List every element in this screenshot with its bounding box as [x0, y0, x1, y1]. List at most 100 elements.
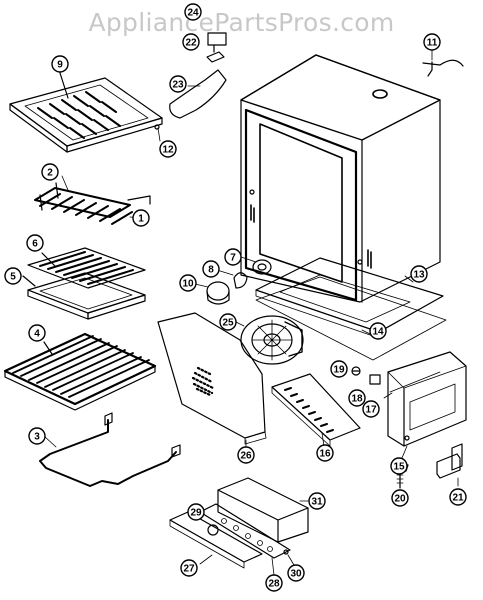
- callout-circle: [187, 503, 205, 521]
- callout-circle: [202, 260, 220, 278]
- callout-19: 19: [330, 360, 348, 378]
- vent-tube-part[interactable]: [169, 69, 227, 119]
- drawer-front-trim-part[interactable]: [169, 511, 263, 569]
- oven-light-lens-part[interactable]: [206, 281, 230, 305]
- callout-circle: [224, 248, 242, 266]
- callout-label: 27: [183, 564, 195, 575]
- callout-label: 23: [172, 80, 184, 91]
- broil-element-part[interactable]: [34, 182, 151, 225]
- callout-label: 8: [208, 265, 214, 276]
- callout-9: 9: [51, 55, 69, 73]
- callout-circle: [219, 313, 237, 331]
- oven-lamp-socket-part[interactable]: [252, 259, 272, 275]
- callout-label: 16: [319, 449, 331, 460]
- bottom-insulation-part[interactable]: [255, 276, 447, 361]
- lower-front-frame-part[interactable]: [271, 373, 361, 447]
- callout-circle: [237, 446, 255, 464]
- callout-label: 30: [290, 569, 302, 580]
- callout-label: 26: [240, 451, 252, 462]
- pan-cover-screw-part[interactable]: [154, 124, 160, 130]
- control-knob-part[interactable]: [207, 524, 219, 536]
- convection-fan-part[interactable]: [240, 315, 304, 365]
- callout-label: 24: [187, 8, 199, 19]
- callout-25: 25: [219, 313, 237, 331]
- callout-label: 25: [222, 318, 234, 329]
- callout-circle: [28, 427, 46, 445]
- callout-22: 22: [182, 33, 200, 51]
- callout-10: 10: [179, 274, 197, 292]
- callout-label: 20: [394, 494, 406, 505]
- callout-circle: [159, 140, 177, 158]
- callout-label: 10: [182, 279, 194, 290]
- callout-circle: [330, 360, 348, 378]
- callout-circle: [179, 274, 197, 292]
- callout-18: 18: [348, 389, 366, 407]
- drawer-support-bracket-part[interactable]: [387, 351, 467, 447]
- callout-label: 21: [452, 493, 464, 504]
- callout-label: 22: [185, 38, 197, 49]
- callout-label: 14: [372, 327, 384, 338]
- callout-label: 1: [138, 214, 144, 225]
- callout-circle: [423, 33, 441, 51]
- callout-circle: [449, 488, 467, 506]
- callout-label: 18: [351, 394, 363, 405]
- callout-13: 13: [410, 265, 428, 283]
- callout-label: 2: [47, 168, 53, 179]
- oven-light-bulb-part[interactable]: [233, 272, 248, 289]
- callout-circle: [410, 265, 428, 283]
- drawer-slide-rail-part[interactable]: [199, 503, 291, 576]
- callout-label: 7: [230, 253, 236, 264]
- callout-circle: [348, 389, 366, 407]
- callout-circle: [180, 559, 198, 577]
- callout-15: 15: [390, 457, 408, 475]
- callout-circle: [132, 209, 150, 227]
- oven-sensor-part[interactable]: [422, 59, 464, 77]
- callout-7: 7: [224, 248, 242, 266]
- callout-circle: [287, 564, 305, 582]
- callout-11: 11: [423, 33, 441, 51]
- hi-limit-thermostat-part[interactable]: [207, 32, 227, 53]
- callout-label: 6: [32, 239, 38, 250]
- callout-14: 14: [369, 322, 387, 340]
- callout-circle: [184, 3, 202, 21]
- callout-5: 5: [4, 267, 22, 285]
- vent-deflector-part[interactable]: [206, 51, 225, 63]
- callout-27: 27: [180, 559, 198, 577]
- callout-label: 31: [311, 497, 323, 508]
- callout-circle: [182, 33, 200, 51]
- callout-29: 29: [187, 503, 205, 521]
- screw-part[interactable]: [351, 366, 361, 376]
- callout-circle: [41, 163, 59, 181]
- watermark-text: AppliancePartsPros.com: [88, 8, 395, 37]
- callout-circle: [362, 400, 380, 418]
- callout-label: 4: [34, 329, 40, 340]
- bake-element-part[interactable]: [39, 412, 181, 487]
- callout-label: 19: [333, 365, 345, 376]
- callout-24: 24: [184, 3, 202, 21]
- callout-23: 23: [169, 75, 187, 93]
- broiler-grid-part[interactable]: [27, 247, 146, 289]
- callout-circle: [316, 444, 334, 462]
- callout-8: 8: [202, 260, 220, 278]
- callout-3: 3: [28, 427, 46, 445]
- callout-circle: [308, 492, 326, 510]
- anti-tip-bracket-part[interactable]: [436, 443, 463, 487]
- broiler-pan-cover-part[interactable]: [9, 72, 163, 153]
- callout-circle: [51, 55, 69, 73]
- oven-rack-part[interactable]: [3, 332, 157, 411]
- callout-26: 26: [237, 446, 255, 464]
- drawer-screw-part[interactable]: [283, 549, 295, 566]
- callout-6: 6: [26, 234, 44, 252]
- callout-label: 12: [162, 145, 174, 156]
- callout-circle: [390, 457, 408, 475]
- callout-circle: [28, 324, 46, 342]
- leveling-leg-clip-part[interactable]: [369, 374, 381, 385]
- callout-circle: [4, 267, 22, 285]
- callout-label: 13: [413, 270, 425, 281]
- broiler-pan-part[interactable]: [22, 272, 146, 320]
- callout-1: 1: [132, 209, 150, 227]
- convection-fan-cover-part[interactable]: [157, 312, 267, 445]
- callout-label: 29: [190, 508, 202, 519]
- callout-label: 11: [427, 38, 438, 49]
- callout-label: 9: [57, 60, 63, 71]
